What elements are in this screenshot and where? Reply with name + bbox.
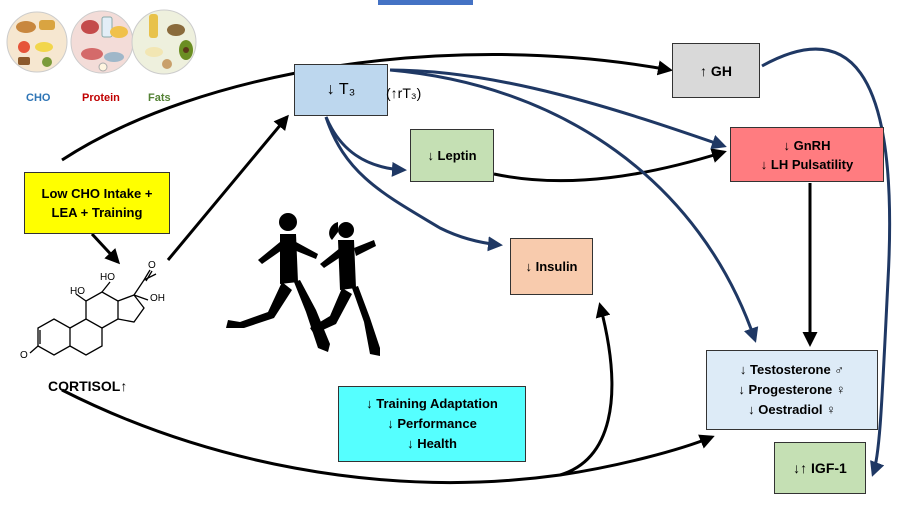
mol-ho-1: HO	[70, 286, 85, 297]
cortisol-molecule-icon: HO HO OH O O	[20, 260, 176, 368]
gnrh-line-2: ↓ LH Pulsatility	[760, 156, 854, 172]
outcome-line-2: ↓ Performance	[387, 416, 477, 431]
arrow-t3-to-sexhormones	[389, 68, 759, 343]
insulin-label: ↓ Insulin	[525, 259, 578, 274]
testosterone-line: ↓ Testosterone ♂	[739, 362, 845, 377]
cortisol-label: CORTISOL↑	[48, 378, 128, 394]
arrow-leptin-to-gnrh	[493, 148, 727, 183]
igf-label: ↓↑ IGF-1	[793, 460, 847, 476]
gh-box: ↑ GH	[672, 43, 760, 98]
t3-label: ↓ T₃	[326, 81, 356, 98]
arrow-t3-to-insulin	[324, 116, 503, 252]
food-label-protein: Protein	[82, 92, 120, 104]
food-label-fats: Fats	[148, 92, 171, 104]
leptin-label: ↓ Leptin	[427, 148, 477, 163]
arrow-intake-to-cortisol	[90, 232, 121, 265]
top-accent-bar	[378, 0, 473, 5]
rt3-label: (↑rT₃)	[386, 85, 422, 101]
t3-box: ↓ T₃	[294, 64, 388, 116]
outcome-line-1: ↓ Training Adaptation	[366, 396, 498, 411]
runners-silhouette-icon	[218, 212, 388, 362]
arrow-to-insulin	[559, 302, 614, 477]
gh-label: ↑ GH	[700, 62, 732, 79]
oestradiol-line: ↓ Oestradiol ♀	[748, 402, 836, 417]
mol-oh: OH	[150, 293, 165, 304]
sex-hormones-box: ↓ Testosterone ♂ ↓ Progesterone ♀ ↓ Oest…	[706, 350, 878, 430]
outcome-line-3: ↓ Health	[407, 436, 457, 451]
mol-o-2: O	[20, 350, 28, 361]
mol-o-1: O	[148, 260, 156, 271]
progesterone-line: ↓ Progesterone ♀	[738, 382, 846, 397]
igf-box: ↓↑ IGF-1	[774, 442, 866, 494]
insulin-box: ↓ Insulin	[510, 238, 593, 295]
mol-ho-2: HO	[100, 272, 115, 283]
leptin-box: ↓ Leptin	[410, 129, 494, 182]
gnrh-line-1: ↓ GnRH	[783, 137, 831, 153]
food-groups-icon: CHO Protein Fats	[4, 2, 200, 107]
arrow-cortisol-to-t3	[166, 114, 289, 261]
arrow-t3-to-gnrh	[389, 68, 727, 150]
gnrh-box: ↓ GnRH ↓ LH Pulsatility	[730, 127, 884, 182]
intake-line-1: Low CHO Intake +	[41, 186, 153, 201]
arrow-cortisol-to-sexhormones	[61, 388, 715, 484]
outcome-box: ↓ Training Adaptation ↓ Performance ↓ He…	[338, 386, 526, 462]
food-label-cho: CHO	[26, 92, 51, 104]
intake-box: Low CHO Intake + LEA + Training	[24, 172, 170, 234]
intake-line-2: LEA + Training	[51, 205, 143, 220]
arrow-gh-to-igf	[761, 47, 892, 477]
